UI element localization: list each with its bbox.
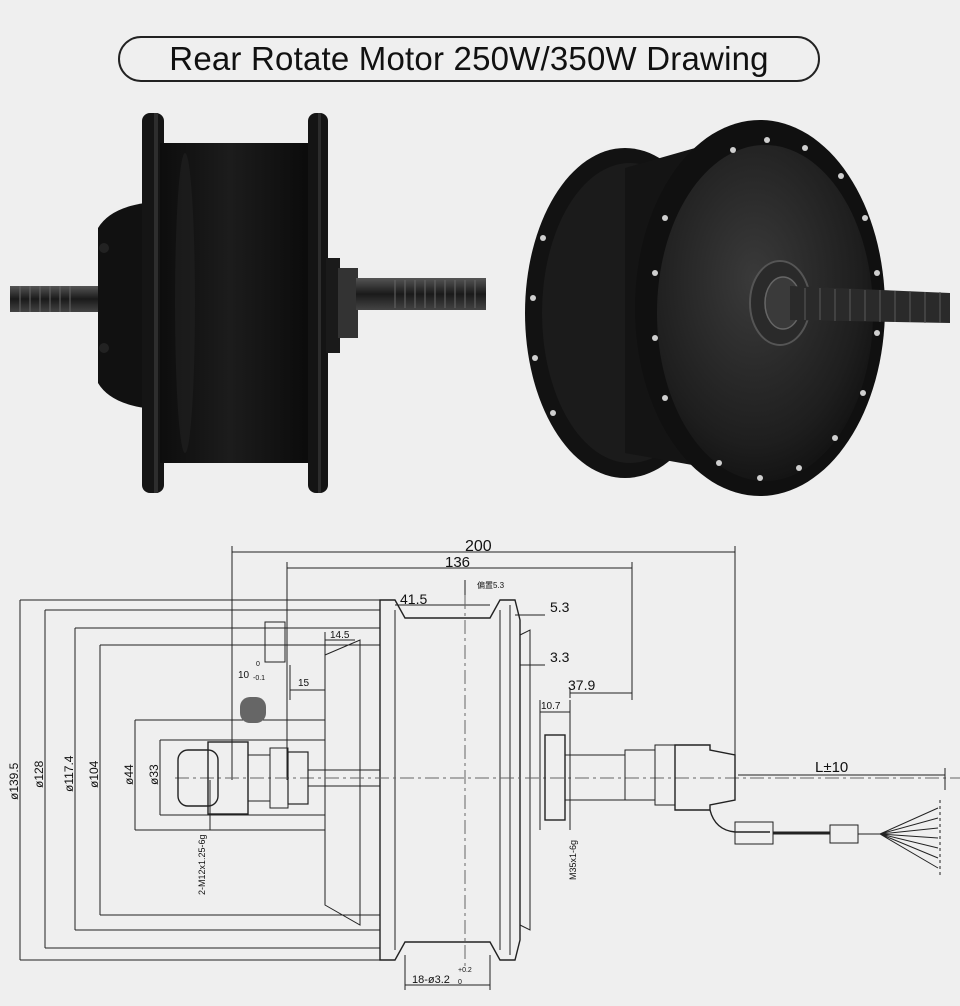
- holes-note: 18-ø3.2: [412, 974, 450, 986]
- dim-10-tol-bot: -0.1: [253, 675, 265, 682]
- dim-15: 15: [298, 678, 310, 689]
- dim-note-flange: 偏置5.3: [477, 580, 505, 590]
- thread-right: M35x1-6g: [568, 840, 578, 880]
- technical-drawing: 200 136 偏置5.3 41.5 5.3 3.3 37.9 10.7 14.…: [7, 538, 960, 990]
- dia-139-5: ø139.5: [7, 762, 21, 800]
- hub-motor-side-view-icon: [10, 113, 486, 493]
- dim-10-7: 10.7: [541, 701, 561, 712]
- dia-44: ø44: [122, 764, 136, 785]
- cable-length: L±10: [815, 759, 848, 776]
- dia-128: ø128: [32, 760, 46, 788]
- dim-3-3: 3.3: [550, 649, 570, 665]
- dim-overall: 200: [465, 538, 492, 555]
- dim-10-tol-top: 0: [256, 661, 260, 668]
- page-title: Rear Rotate Motor 250W/350W Drawing: [118, 36, 820, 82]
- dim-flange-span: 136: [445, 554, 470, 571]
- dim-37-9: 37.9: [568, 677, 595, 693]
- dia-33: ø33: [147, 764, 161, 785]
- thread-left: 2-M12x1.25-6g: [197, 834, 207, 895]
- hub-motor-perspective-view-icon: [525, 120, 950, 496]
- dia-104: ø104: [87, 760, 101, 788]
- holes-tol-top: +0.2: [458, 967, 472, 974]
- dim-10: 10: [238, 670, 250, 681]
- dia-117-4: ø117.4: [62, 755, 76, 792]
- dim-offset: 41.5: [400, 591, 427, 607]
- holes-tol-bot: 0: [458, 979, 462, 986]
- dim-5-3: 5.3: [550, 599, 570, 615]
- dim-14-5: 14.5: [330, 630, 350, 641]
